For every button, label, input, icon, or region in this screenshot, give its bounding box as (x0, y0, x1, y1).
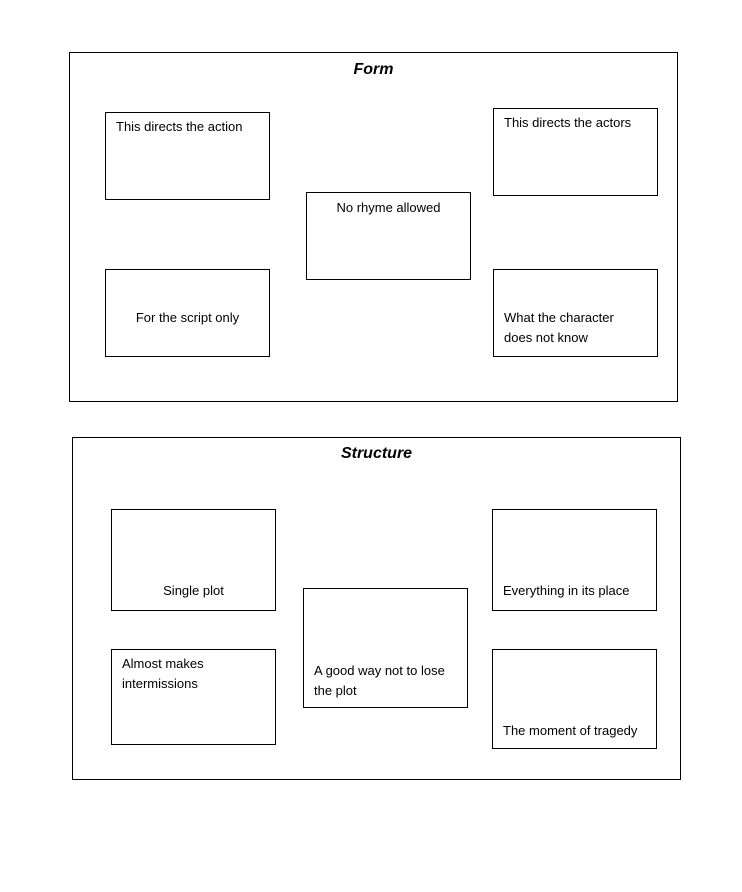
structure-box-line: intermissions (122, 676, 198, 691)
structure-box-line: A good way not to lose (314, 663, 445, 678)
structure-box-not-lose-plot: A good way not to lose the plot (303, 588, 468, 708)
form-box-no-rhyme: No rhyme allowed (306, 192, 471, 280)
structure-box-intermissions: Almost makes intermissions (111, 649, 276, 745)
structure-panel: Structure Single plot Everything in its … (72, 437, 681, 780)
form-box-text: What the character does not know (504, 308, 647, 348)
form-box-script-only: For the script only (105, 269, 270, 357)
structure-title: Structure (340, 445, 413, 462)
form-box-directs-action: This directs the action (105, 112, 270, 200)
structure-box-text: Single plot (122, 581, 265, 601)
form-box-text: This directs the action (116, 117, 259, 137)
form-box-text: For the script only (116, 308, 259, 328)
form-box-line: This directs the actors (504, 115, 632, 130)
form-box-character-does-not-know: What the character does not know (493, 269, 658, 357)
form-box-text: This directs the actors (504, 113, 647, 133)
form-box-directs-actors: This directs the actors (493, 108, 658, 196)
structure-box-line: Single plot (163, 583, 224, 598)
structure-box-line: Almost makes (122, 656, 204, 671)
structure-box-line: The moment of tragedy (503, 723, 638, 738)
structure-box-text: The moment of tragedy (503, 721, 646, 741)
form-box-line: For the script only (135, 310, 240, 325)
structure-box-text: Almost makes intermissions (122, 654, 265, 694)
structure-box-moment-of-tragedy: The moment of tragedy (492, 649, 657, 749)
structure-box-text: Everything in its place (503, 581, 646, 601)
structure-box-everything-in-place: Everything in its place (492, 509, 657, 611)
structure-box-text: A good way not to lose the plot (314, 661, 457, 701)
structure-box-single-plot: Single plot (111, 509, 276, 611)
form-box-line: does not know (504, 330, 588, 345)
form-panel: Form This directs the action This direct… (69, 52, 678, 402)
form-box-line: No rhyme allowed (336, 200, 441, 215)
form-box-line: This directs the action (116, 119, 243, 134)
form-box-line: What the character (504, 310, 614, 325)
form-title: Form (353, 61, 394, 78)
structure-box-line: Everything in its place (503, 583, 630, 598)
form-box-text: No rhyme allowed (317, 198, 460, 218)
structure-box-line: the plot (314, 683, 357, 698)
